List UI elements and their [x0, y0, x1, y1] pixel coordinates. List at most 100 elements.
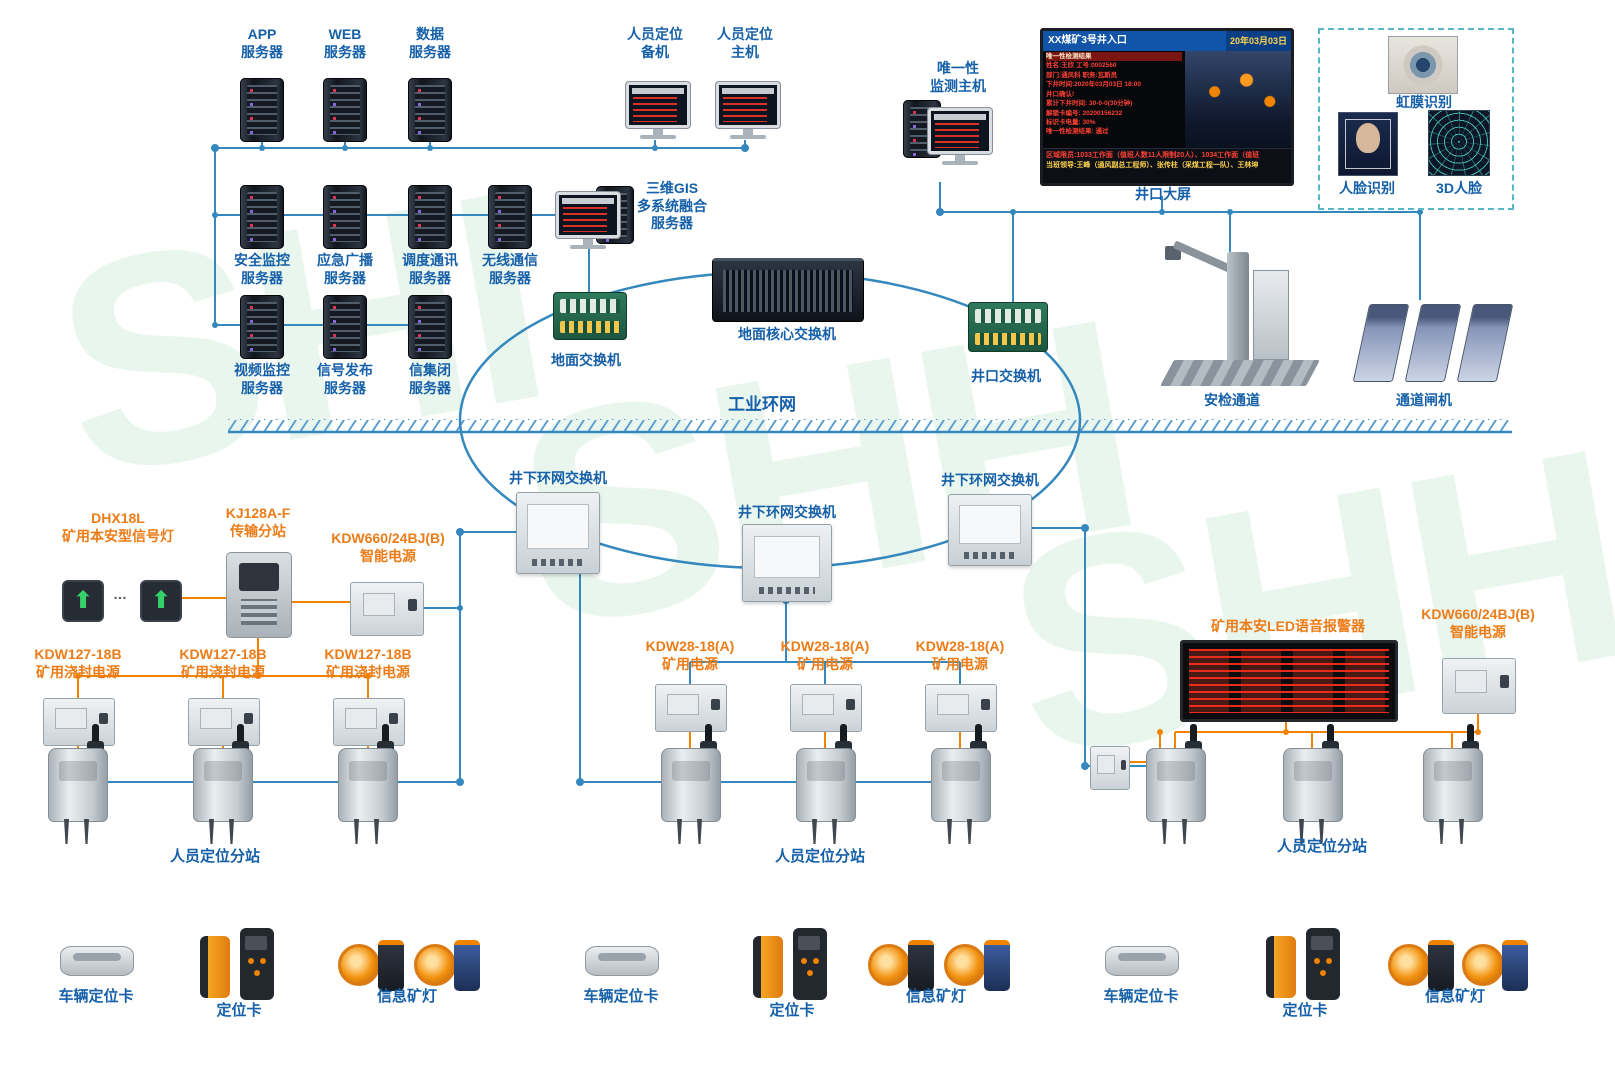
- ellipsis: …: [113, 586, 127, 602]
- kdw28-power-label: KDW28-18(A) 矿用电源: [645, 638, 735, 672]
- big-screen-info-panel: 唯一性检测结果 姓名:王欣 工号:0002560 部门:通风科 职务:瓦斯员 下…: [1043, 51, 1185, 148]
- core-switch-icon: [712, 258, 864, 322]
- vehicle-card-icon: [585, 946, 659, 976]
- signal-light-icon: [62, 580, 104, 622]
- kdw127-power-label: KDW127-18B 矿用浇封电源: [324, 646, 412, 680]
- kdw127-power-label: KDW127-18B 矿用浇封电源: [179, 646, 267, 680]
- positioning-card-icon: [1266, 928, 1346, 1002]
- security-gate-icon: [1160, 240, 1320, 392]
- positioning-reader-icon: [931, 724, 991, 844]
- positioning-reader-icon: [796, 724, 856, 844]
- face-3d-label: 3D人脸: [1436, 180, 1482, 196]
- safety-monitor-server-label: 安全监控 服务器: [234, 252, 290, 286]
- kdw127-power-label: KDW127-18B 矿用浇封电源: [34, 646, 122, 680]
- signal-release-server-label: 信号发布 服务器: [317, 362, 373, 396]
- iris-recognition-label: 虹膜识别: [1396, 94, 1452, 110]
- wellhead-switch-icon: [968, 302, 1048, 352]
- gis-server-label: 三维GIS 多系统融合 服务器: [637, 180, 707, 231]
- industrial-ring-label: 工业环网: [728, 395, 796, 414]
- big-screen-title: XX煤矿3号井入口: [1043, 31, 1226, 51]
- led-alarm-label: 矿用本安LED语音报警器: [1211, 618, 1365, 634]
- screen-info-line: 井口确认!: [1046, 90, 1075, 98]
- smart-power-left-label: KDW660/24BJ(B) 智能电源: [331, 530, 445, 564]
- transmission-substation-label: KJ128A-F 传输分站: [225, 505, 291, 539]
- big-screen-label: 井口大屏: [1135, 186, 1191, 202]
- dispatch-server-label: 调度通讯 服务器: [402, 252, 458, 286]
- junction-dots-orange: [75, 673, 1481, 735]
- wellhead-big-screen: XX煤矿3号井入口 20年03月03日 唯一性检测结果 姓名:王欣 工号:000…: [1040, 28, 1294, 186]
- web-server-label: WEB 服务器: [324, 26, 366, 60]
- mine-lamp-icon: [868, 934, 934, 992]
- screen-info-line: 下井时间:2020年03月03日 18:00: [1046, 81, 1142, 89]
- interlock-server-label: 信集闭 服务器: [409, 362, 451, 396]
- video-server-icon: [240, 295, 284, 359]
- kdw28-power-label: KDW28-18(A) 矿用电源: [780, 638, 870, 672]
- kdw28-power-icon: [925, 684, 997, 732]
- positioning-card-icon: [753, 928, 833, 1002]
- signal-light-label: DHX18L 矿用本安型信号灯: [62, 510, 174, 544]
- turnstile-icon: [1352, 298, 1515, 386]
- substation-right-label: 人员定位分站: [1276, 838, 1368, 855]
- face-image: [1338, 112, 1398, 176]
- underground-switch-left-label: 井下环网交换机: [509, 470, 607, 486]
- signal-release-server-icon: [323, 295, 367, 359]
- underground-switch-right-icon: [948, 494, 1032, 566]
- dispatch-server-icon: [408, 185, 452, 249]
- screen-info-line: 解锁卡编号: 20200156232: [1046, 109, 1123, 117]
- positioning-reader-icon: [338, 724, 398, 844]
- screen-shift-leader-line: 当班领导:王峰（通风副总工程师）、张传柱（采煤工程一队）、王林坤: [1046, 162, 1259, 169]
- core-switch-label: 地面核心交换机: [738, 326, 836, 342]
- smart-power-right-label: KDW660/24BJ(B) 智能电源: [1421, 606, 1535, 640]
- positioning-reader-icon: [193, 724, 253, 844]
- led-alarm-display-icon: [1180, 640, 1398, 722]
- personnel-backup-label: 人员定位 备机: [627, 26, 683, 60]
- app-server-label: APP 服务器: [241, 26, 283, 60]
- app-server-icon: [240, 78, 284, 142]
- positioning-card-icon: [200, 928, 280, 1002]
- signal-light-icon: [140, 580, 182, 622]
- data-server-label: 数据 服务器: [409, 26, 451, 60]
- data-server-icon: [408, 78, 452, 142]
- face-recognition-label: 人脸识别: [1339, 180, 1395, 196]
- underground-switch-center-label: 井下环网交换机: [738, 504, 836, 520]
- uniqueness-host-label: 唯一性 监测主机: [930, 60, 986, 94]
- kdw28-power-label: KDW28-18(A) 矿用电源: [915, 638, 1005, 672]
- big-screen-date: 20年03月03日: [1225, 31, 1291, 51]
- screen-info-line: 姓名:王欣 工号:0002560: [1046, 62, 1117, 70]
- gate-machine-label: 通道闸机: [1396, 392, 1452, 408]
- underground-switch-center-icon: [742, 524, 832, 602]
- ground-switch-label: 地面交换机: [551, 352, 621, 368]
- info-lamp-label: 信息矿灯: [1424, 988, 1486, 1005]
- smart-power-left-icon: [350, 582, 424, 636]
- positioning-card-label: 定位卡: [216, 1002, 262, 1019]
- kdw127-power-icon: [188, 698, 260, 746]
- underground-switch-left-icon: [516, 492, 600, 574]
- wireless-server-icon: [488, 185, 532, 249]
- face-3d-image: [1428, 110, 1490, 176]
- screen-info-line: 标识卡电量: 30%: [1046, 118, 1096, 126]
- underground-switch-right-label: 井下环网交换机: [941, 472, 1039, 488]
- kdw127-power-icon: [333, 698, 405, 746]
- screen-info-line: 部门:通风科 职务:瓦斯员: [1046, 71, 1118, 79]
- gis-server-monitor-icon: [556, 192, 620, 250]
- security-channel-label: 安检通道: [1204, 392, 1260, 408]
- screen-info-line: 唯一性检测结果: 通过: [1046, 128, 1109, 136]
- ground-surface-line: [228, 419, 1512, 434]
- positioning-card-label: 定位卡: [1282, 1002, 1328, 1019]
- personnel-backup-monitor-icon: [626, 82, 690, 140]
- mine-lamp-icon: [944, 934, 1010, 992]
- safety-monitor-server-icon: [240, 185, 284, 249]
- mine-lamp-icon: [338, 934, 404, 992]
- screen-info-line: 累计下井时间: 30-0-0(30分钟): [1046, 100, 1133, 108]
- screen-area-limit-line: 区域限员:1033工作面（值班人数11人限制20人）、1034工作面（值班: [1046, 152, 1260, 159]
- personnel-main-label: 人员定位 主机: [717, 26, 773, 60]
- biometric-recognition-box: [1318, 28, 1514, 210]
- mine-lamp-icon: [1388, 934, 1454, 992]
- vehicle-card-icon: [60, 946, 134, 976]
- smart-power-right-icon: [1442, 658, 1516, 714]
- substation-left-label: 人员定位分站: [169, 848, 261, 865]
- big-screen-miners-photo: [1185, 51, 1291, 148]
- ground-switch-icon: [553, 292, 627, 340]
